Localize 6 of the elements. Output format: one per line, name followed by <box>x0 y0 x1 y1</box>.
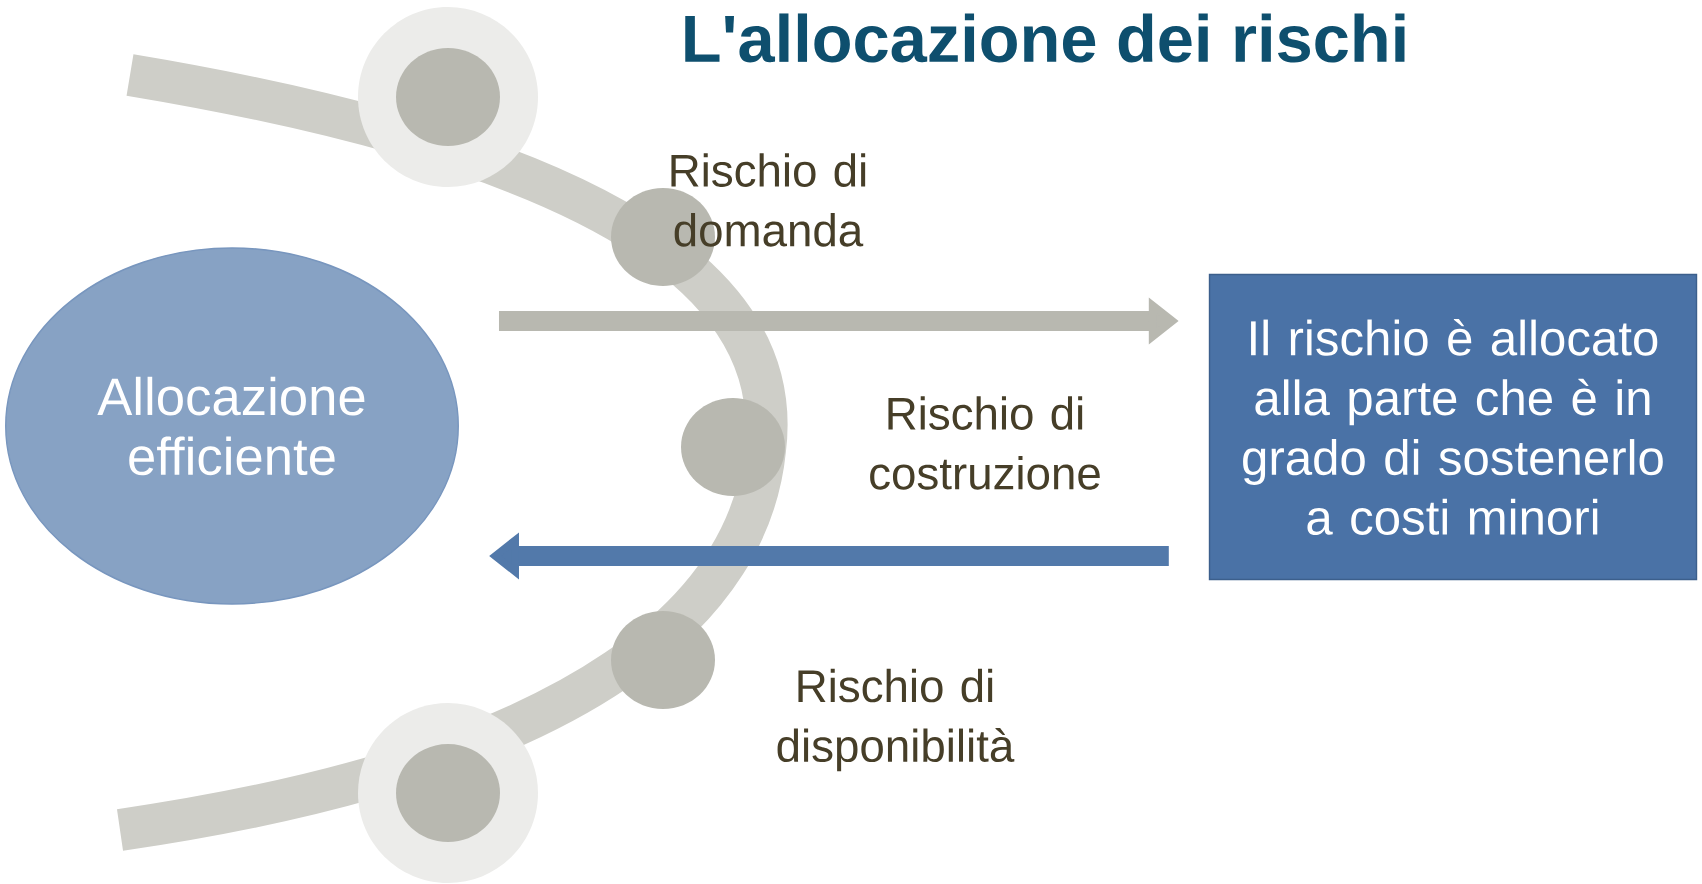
ellipse-node: Allocazione efficiente <box>5 247 459 605</box>
risk-label: Rischio di costruzione <box>870 396 1100 490</box>
title: L'allocazione dei rischi <box>685 13 1405 63</box>
text-box: Il rischio è allocato alla parte che è in grado di sostenerlo a costi minori <box>1208 273 1698 581</box>
risk-label: Rischio di disponibilità <box>777 668 1015 772</box>
risk-label: Rischio di domanda <box>671 153 866 247</box>
